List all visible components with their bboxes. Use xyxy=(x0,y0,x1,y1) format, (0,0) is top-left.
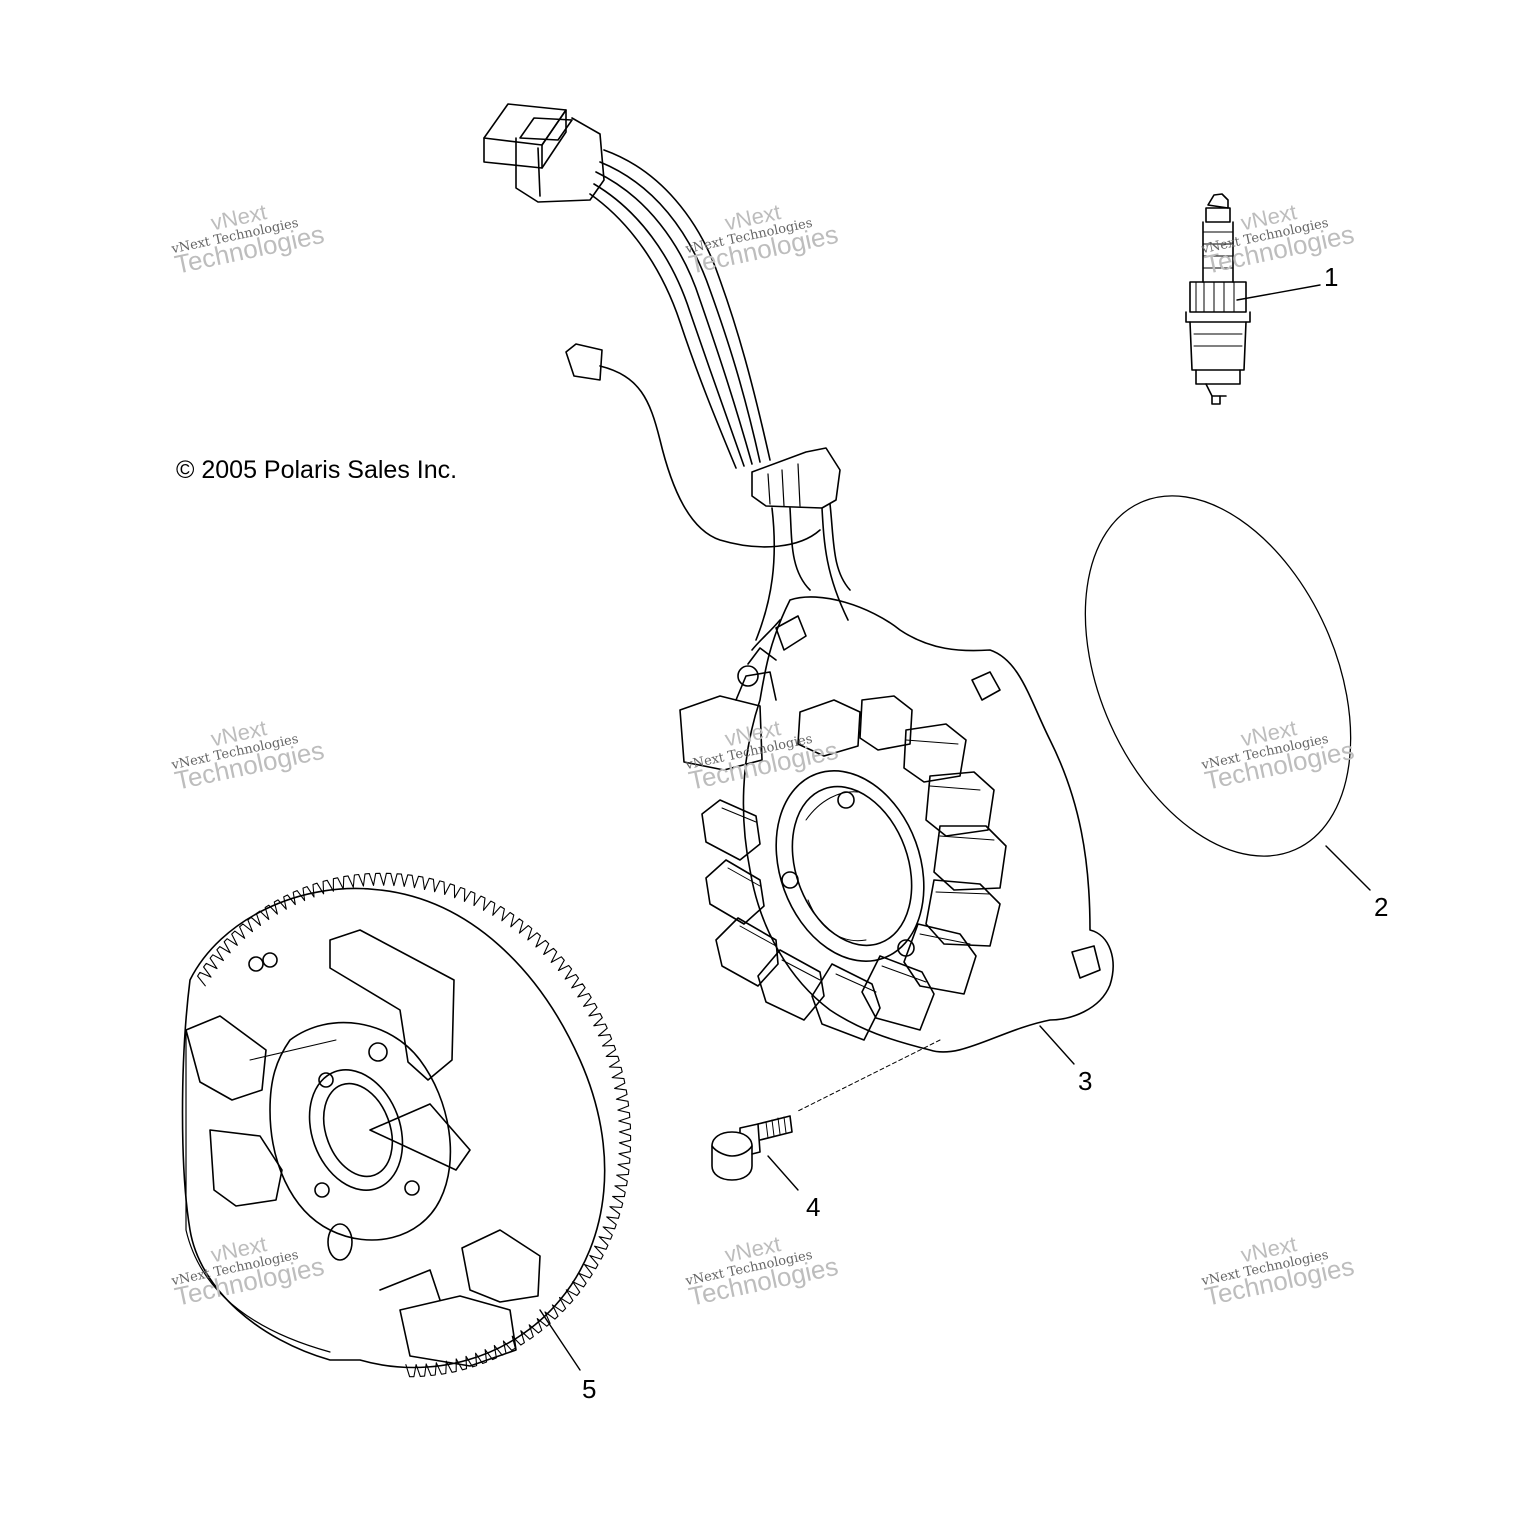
gasket-part xyxy=(1084,495,1352,857)
callout-leaders xyxy=(539,284,1371,1371)
copyright-notice: © 2005 Polaris Sales Inc. xyxy=(176,456,458,484)
callout-5: 5 xyxy=(582,1374,597,1404)
stator-part xyxy=(483,103,1114,1113)
ring-gear-teeth xyxy=(197,872,632,1378)
flywheel-part xyxy=(181,872,632,1378)
callout-3: 3 xyxy=(1078,1066,1093,1096)
screw-part xyxy=(711,1115,793,1181)
callout-4: 4 xyxy=(806,1192,821,1222)
spark-plug-part xyxy=(1185,193,1251,405)
callout-1: 1 xyxy=(1324,262,1339,292)
callout-2: 2 xyxy=(1374,892,1389,922)
